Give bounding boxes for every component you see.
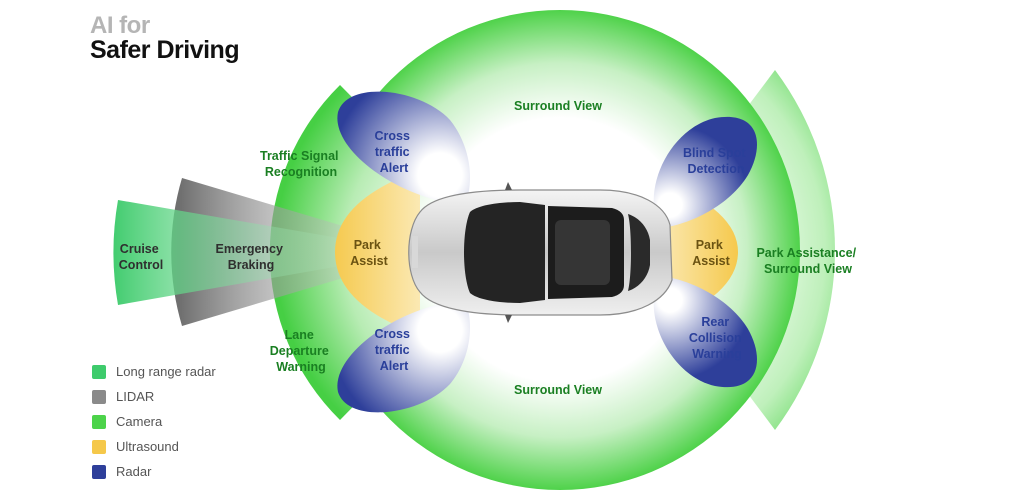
surround-view-top-label: Surround View	[514, 99, 602, 113]
radar-cross-traffic-top-zone	[337, 91, 470, 205]
traffic-signal-label: Traffic Signal Recognition	[260, 149, 342, 179]
ultrasound-swatch	[92, 439, 106, 454]
legend: Long range radar LIDAR Camera Ultrasound…	[92, 359, 216, 484]
legend-item-radar: Radar	[92, 459, 216, 484]
car-top-view	[408, 182, 673, 323]
legend-label: Long range radar	[116, 364, 216, 379]
radar-swatch	[92, 464, 106, 479]
cross-traffic-top-label: Cross traffic Alert	[375, 129, 414, 175]
blind-spot-label: Blind Spot Detection	[683, 146, 749, 176]
legend-label: Camera	[116, 414, 163, 429]
legend-item-ultrasound: Ultrasound	[92, 434, 216, 459]
cross-traffic-bottom-label: Cross traffic Alert	[375, 327, 414, 373]
park-assist-right-label: Park Assist	[692, 238, 730, 268]
rear-collision-label: Rear Collision Warning	[689, 315, 745, 361]
legend-label: Ultrasound	[116, 439, 179, 454]
cruise-control-label: Cruise Control	[119, 242, 163, 272]
long-range-radar-swatch	[92, 364, 106, 379]
legend-item-long-range-radar: Long range radar	[92, 359, 216, 384]
radar-rear-collision-zone	[653, 276, 758, 388]
legend-item-camera: Camera	[92, 409, 216, 434]
radar-blind-spot-zone	[653, 116, 758, 228]
legend-label: LIDAR	[116, 389, 155, 404]
lane-departure-label: Lane Departure Warning	[270, 328, 333, 374]
surround-view-bottom-label: Surround View	[514, 383, 602, 397]
ultrasound-left-zone	[335, 170, 420, 335]
emergency-braking-label: Emergency Braking	[216, 242, 287, 272]
page-title: AI for Safer Driving	[90, 12, 240, 64]
lidar-swatch	[92, 389, 106, 404]
title-line-2: Safer Driving	[90, 36, 240, 64]
park-assistance-surround-label: Park Assistance/ Surround View	[756, 246, 859, 276]
title-line-1: AI for	[90, 12, 150, 39]
camera-swatch	[92, 414, 106, 429]
long-range-radar-zone	[113, 200, 420, 305]
radar-cross-traffic-bottom-zone	[337, 300, 470, 413]
park-assist-left-label: Park Assist	[350, 238, 388, 268]
legend-label: Radar	[116, 464, 152, 479]
legend-item-lidar: LIDAR	[92, 384, 216, 409]
